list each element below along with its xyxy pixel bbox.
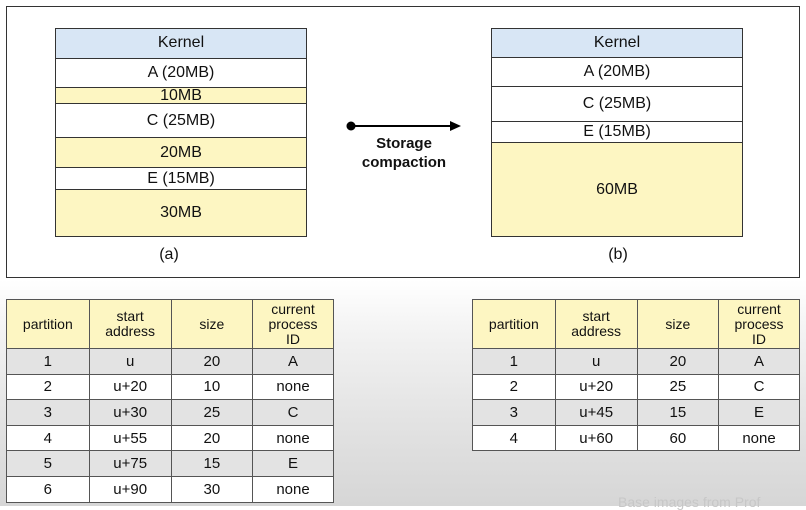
process-id-cell: C xyxy=(718,373,800,401)
header-start-address: start address xyxy=(554,299,638,349)
memory-block-hole: 30MB xyxy=(56,190,306,236)
memory-block-kernel: Kernel xyxy=(492,29,742,58)
partition-table-before: partition start address size current pro… xyxy=(6,299,334,503)
process-id-cell: none xyxy=(718,424,800,452)
process-id-cell: E xyxy=(718,399,800,426)
size-cell: 15 xyxy=(170,450,254,477)
process-id-cell: none xyxy=(252,475,334,503)
start-address-cell: u+20 xyxy=(88,373,172,401)
process-id-cell: C xyxy=(252,399,334,426)
compaction-label-line2: compaction xyxy=(361,154,447,171)
memory-block-hole: 60MB xyxy=(492,143,742,236)
header-current-process-id: current process ID xyxy=(252,299,334,349)
header-size: size xyxy=(170,299,254,349)
compaction-label-line1: Storage xyxy=(376,135,432,152)
partition-cell: 5 xyxy=(6,450,90,477)
memory-block-kernel: Kernel xyxy=(56,29,306,59)
start-address-cell: u+55 xyxy=(88,424,172,452)
start-address-cell: u+60 xyxy=(554,424,638,452)
compaction-label: Storage compaction xyxy=(340,134,468,172)
start-address-cell: u+90 xyxy=(88,475,172,503)
memory-block-process: E (15MB) xyxy=(56,167,306,191)
partition-table-after: partition start address size current pro… xyxy=(472,299,800,452)
source-credit: Base images from Prof xyxy=(618,494,761,510)
memory-block-hole: 10MB xyxy=(56,87,306,105)
size-cell: 30 xyxy=(170,475,254,503)
size-cell: 10 xyxy=(170,373,254,401)
start-address-cell: u+20 xyxy=(554,373,638,401)
partition-cell: 4 xyxy=(6,424,90,452)
caption-a: (a) xyxy=(159,246,179,263)
header-partition: partition xyxy=(6,299,90,349)
header-partition: partition xyxy=(472,299,556,349)
partition-cell: 3 xyxy=(6,399,90,426)
partition-cell: 2 xyxy=(472,373,556,401)
size-cell: 20 xyxy=(636,348,720,375)
header-start-address: start address xyxy=(88,299,172,349)
process-id-cell: A xyxy=(718,348,800,375)
size-cell: 20 xyxy=(170,348,254,375)
compaction-arrow xyxy=(344,114,468,138)
partition-cell: 4 xyxy=(472,424,556,452)
process-id-cell: none xyxy=(252,373,334,401)
memory-block-process: E (15MB) xyxy=(492,121,742,144)
memory-block-process: C (25MB) xyxy=(492,86,742,122)
memory-block-process: A (20MB) xyxy=(492,57,742,87)
memory-block-process: C (25MB) xyxy=(56,104,306,139)
partition-cell: 1 xyxy=(6,348,90,375)
partition-cell: 2 xyxy=(6,373,90,401)
process-id-cell: none xyxy=(252,424,334,452)
caption-b: (b) xyxy=(608,246,628,263)
process-id-cell: E xyxy=(252,450,334,477)
start-address-cell: u xyxy=(554,348,638,375)
header-current-process-id: current process ID xyxy=(718,299,800,349)
partition-cell: 1 xyxy=(472,348,556,375)
start-address-cell: u+30 xyxy=(88,399,172,426)
start-address-cell: u+75 xyxy=(88,450,172,477)
size-cell: 15 xyxy=(636,399,720,426)
partition-cell: 6 xyxy=(6,475,90,503)
memory-block-hole: 20MB xyxy=(56,138,306,168)
size-cell: 25 xyxy=(636,373,720,401)
process-id-cell: A xyxy=(252,348,334,375)
header-size: size xyxy=(636,299,720,349)
arrow-head-icon xyxy=(450,121,461,131)
partition-cell: 3 xyxy=(472,399,556,426)
memory-block-process: A (20MB) xyxy=(56,58,306,89)
size-cell: 60 xyxy=(636,424,720,452)
size-cell: 20 xyxy=(170,424,254,452)
start-address-cell: u xyxy=(88,348,172,375)
size-cell: 25 xyxy=(170,399,254,426)
start-address-cell: u+45 xyxy=(554,399,638,426)
